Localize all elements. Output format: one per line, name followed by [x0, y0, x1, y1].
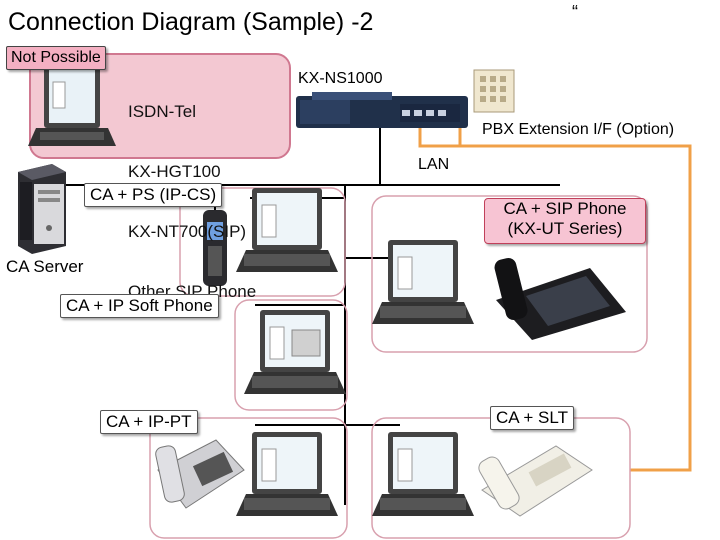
- client-label-ip-pt: CA + IP-PT: [100, 410, 198, 434]
- lan-label: LAN: [418, 156, 450, 173]
- page-title: Connection Diagram (Sample) -2: [8, 8, 374, 36]
- laptop-soft: [244, 310, 346, 394]
- not-possible-line: KX-HGT100: [128, 162, 221, 181]
- ca-server-computer: [18, 164, 66, 254]
- not-possible-line: KX-NT700(SIP): [128, 222, 247, 241]
- sip-label-line1: CA + SIP Phone: [503, 199, 627, 218]
- client-label-slt: CA + SLT: [490, 406, 574, 430]
- client-label-ps: CA + PS (IP-CS): [84, 183, 223, 207]
- ip-pt-phone: [155, 439, 245, 509]
- laptop-sip: [372, 240, 474, 324]
- pbx-model-label: KX-NS1000: [298, 70, 383, 87]
- pbx-unit: [296, 92, 468, 128]
- laptop-ps: [236, 188, 338, 272]
- laptop-slt: [372, 432, 474, 516]
- not-possible-devices: ISDN-Tel KX-HGT100 KX-NT700(SIP) Other S…: [128, 62, 256, 322]
- slt-phone: [478, 445, 593, 517]
- extension-line: [418, 126, 692, 472]
- not-possible-laptop: [28, 64, 116, 146]
- phone-ps: [203, 210, 227, 286]
- not-possible-line: ISDN-Tel: [128, 102, 197, 121]
- not-possible-label: Not Possible: [6, 46, 106, 70]
- terminal-box-soft: [234, 299, 348, 411]
- sip-label-line2: (KX-UT Series): [507, 219, 623, 238]
- terminal-box-ippt: [149, 417, 348, 539]
- client-label-soft-phone: CA + IP Soft Phone: [60, 294, 219, 318]
- sip-phone: [494, 257, 626, 340]
- laptop-ippt: [236, 432, 338, 516]
- pbx-extension-label: PBX Extension I/F (Option): [482, 121, 675, 138]
- quote-mark: “: [572, 2, 578, 22]
- terminal-box-sip: [371, 195, 648, 353]
- client-label-sip-phone: CA + SIP Phone (KX-UT Series): [484, 198, 646, 244]
- ca-server-label: CA Server: [6, 257, 84, 276]
- extension-module: [473, 69, 515, 113]
